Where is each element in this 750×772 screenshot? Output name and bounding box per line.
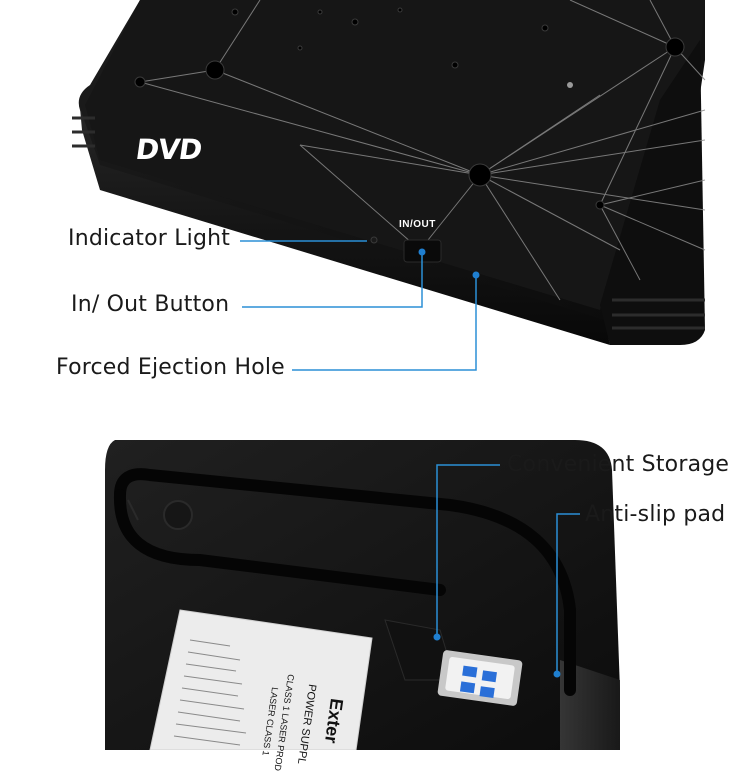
callout-anti-slip-pad: Anti-slip pad (585, 502, 726, 527)
callout-indicator-light: Indicator Light (68, 226, 231, 251)
starmap-dots (134, 7, 685, 210)
dvd-drive-top (72, 0, 706, 345)
label-sticker (149, 609, 373, 750)
top-callout-dots (418, 248, 480, 279)
bottom-callout-lines (436, 464, 580, 672)
dvd-logo: DVD (133, 133, 204, 166)
indicator-light (370, 236, 378, 244)
top-callout-lines (240, 240, 477, 371)
starmap-pattern (139, 0, 706, 301)
in-out-button-label: IN/OUT (399, 219, 436, 230)
product-illustration (72, 0, 706, 750)
callout-convenient-storage: Convenient Storage (507, 452, 730, 477)
callout-in-out-button: In/ Out Button (71, 292, 230, 317)
product-image: DVD IN/OUT Exter POWER SUPPL CLASS 1 LAS… (56, 0, 730, 772)
callout-forced-ejection-hole: Forced Ejection Hole (56, 355, 285, 380)
dvd-drive-bottom (105, 440, 620, 750)
bottom-callout-dots (433, 633, 561, 678)
